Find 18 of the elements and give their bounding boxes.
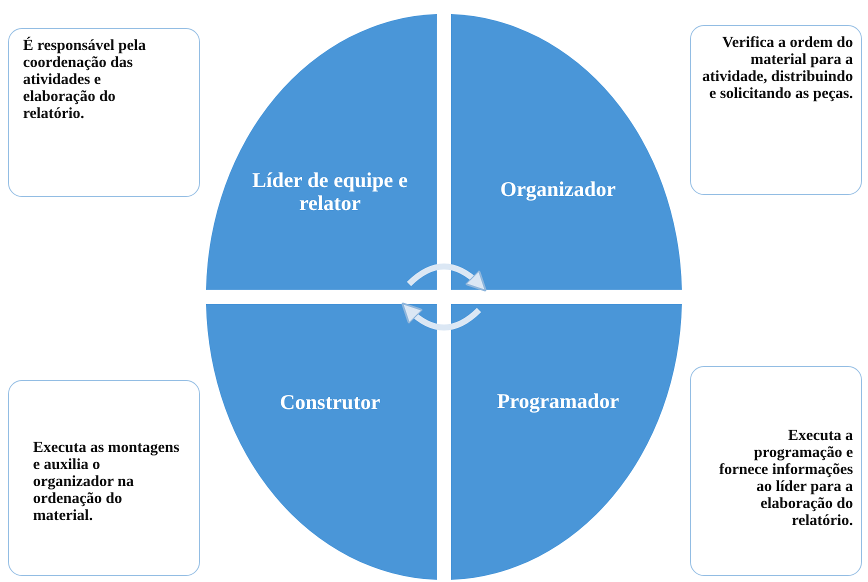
cycle-arrow [400,302,482,330]
role-title: Líder de equipe e relator [251,168,409,215]
quadrant-segment [451,304,682,580]
role-description: Verifica a ordem do material para a atividade, distribuindo e solicitando as peças. [701,34,853,102]
description-card [8,28,200,197]
role-description: Executa a programação e fornece informações ao líder para a elaboração do relatório. [718,427,853,529]
role-description: Executa as montagens e auxilia o organizador na ordenação do material. [33,439,180,524]
role-description: É responsável pela coordenação das atividades e elaboração do relatório. [23,37,147,122]
quadrant-segment [206,14,437,290]
role-title: Programador [496,390,620,413]
role-title: Organizador [499,178,617,201]
description-card [690,366,862,576]
quadrant-segment [206,304,437,580]
description-card [8,380,200,576]
description-card [690,25,862,195]
quadrant-segment [451,14,682,290]
role-title: Construtor [278,391,382,414]
cycle-arrow [406,264,488,292]
